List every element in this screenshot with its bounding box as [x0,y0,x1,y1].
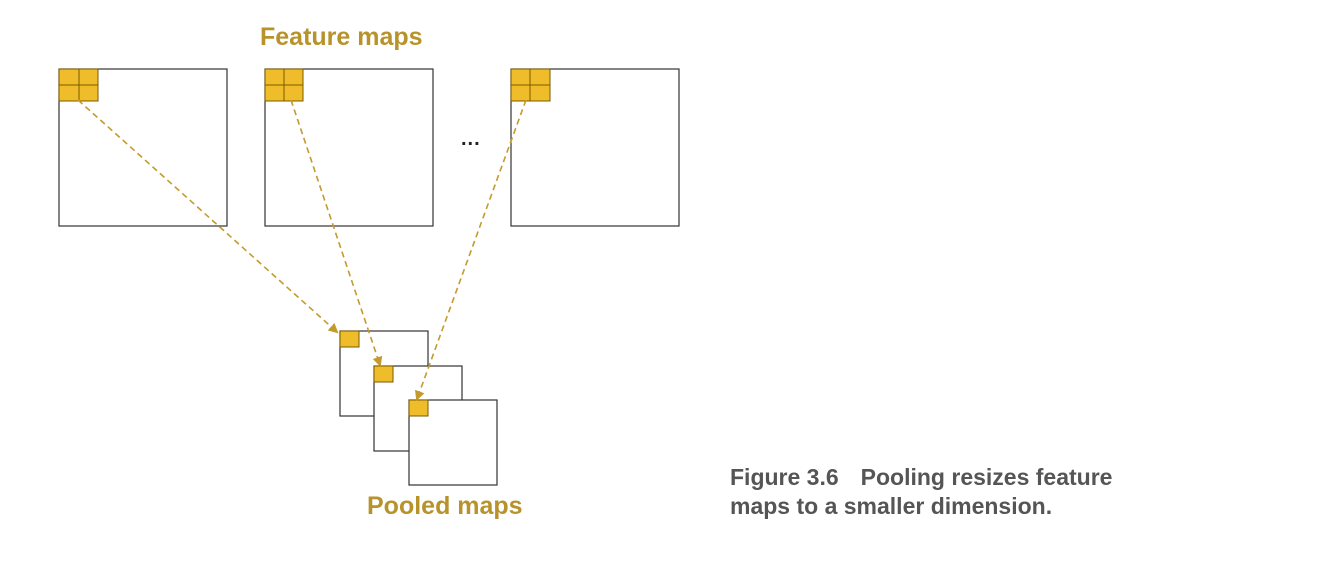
pooling-arrow-3 [415,99,527,401]
figure-caption-text: Pooling resizes feature maps to a smalle… [730,464,1113,519]
pooling-arrow-1 [77,99,339,334]
pooled-maps-label: Pooled maps [367,492,523,520]
pooling-window-1 [58,68,99,102]
pooled-cell-1 [339,330,360,348]
figure-number: Figure 3.6 [730,464,839,490]
ellipsis-indicator: ... [461,128,481,150]
feature-map-3 [510,68,680,227]
pooled-cell-2 [373,365,394,383]
pooling-window-3 [510,68,551,102]
feature-map-2 [264,68,434,227]
feature-map-1 [58,68,228,227]
pooled-map-3 [408,399,498,486]
feature-maps-label: Feature maps [260,23,423,51]
pooling-arrow-2 [290,99,383,367]
pooled-cell-3 [408,399,429,417]
pooling-window-2 [264,68,304,102]
